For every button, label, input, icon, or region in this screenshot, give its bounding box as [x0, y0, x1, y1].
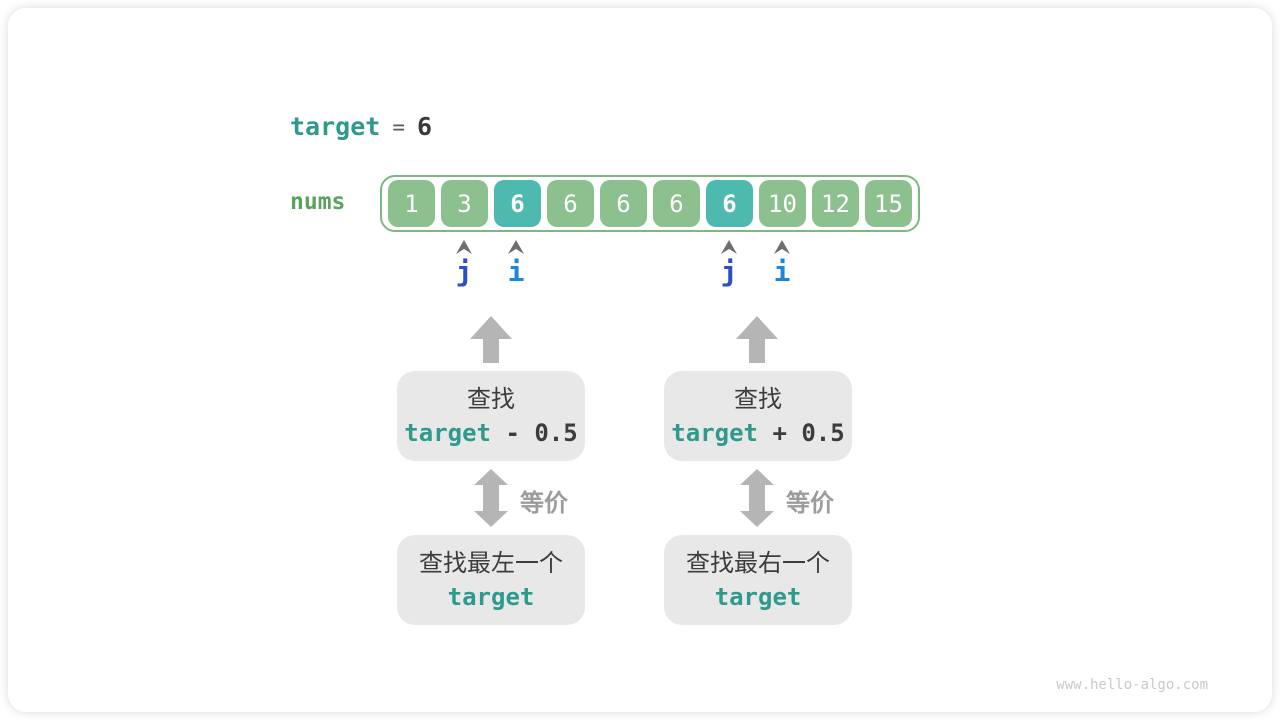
array-cell: 15 [865, 180, 912, 227]
caret-up-icon [508, 240, 524, 254]
caret-up-icon [774, 240, 790, 254]
result-box-left: 查找最左一个 target [397, 535, 585, 625]
arrow-up-down-icon [474, 469, 508, 527]
pointer-i-right: i [762, 240, 802, 288]
result-text: 查找最右一个 [686, 549, 830, 577]
caret-up-icon [721, 240, 737, 254]
diagram-card [8, 8, 1272, 712]
target-keyword: target [290, 112, 381, 141]
equivalence-label: 等价 [786, 490, 834, 517]
arrow-up-icon [736, 316, 778, 363]
pointer-label: j [455, 255, 473, 288]
result-box-right: 查找最右一个 target [664, 535, 852, 625]
array-cell: 12 [812, 180, 859, 227]
pointer-j-right: j [709, 240, 749, 288]
arrow-up-icon [470, 316, 512, 363]
target-keyword: target [714, 582, 802, 611]
array-cell: 6 [547, 180, 594, 227]
target-keyword: target [404, 418, 491, 447]
expression-suffix: - 0.5 [491, 418, 578, 447]
target-keyword: target [671, 418, 758, 447]
search-text: 查找 [734, 385, 782, 413]
equals-sign: = [392, 115, 405, 139]
pointer-label: i [507, 255, 525, 288]
array-cell: 10 [759, 180, 806, 227]
array-cell: 6 [706, 180, 753, 227]
search-box-right: 查找 target + 0.5 [664, 371, 852, 461]
search-text: 查找 [467, 385, 515, 413]
expression-suffix: + 0.5 [758, 418, 845, 447]
caret-up-icon [456, 240, 472, 254]
watermark: www.hello-algo.com [1056, 677, 1208, 693]
pointer-i-left: i [496, 240, 536, 288]
equivalence-label: 等价 [520, 490, 568, 517]
arrow-up-down-icon [740, 469, 774, 527]
array-cell: 1 [388, 180, 435, 227]
target-value: 6 [416, 112, 433, 141]
target-assignment: target = 6 [290, 112, 432, 142]
array-cell: 6 [600, 180, 647, 227]
search-box-left: 查找 target - 0.5 [397, 371, 585, 461]
pointer-j-left: j [444, 240, 484, 288]
search-expression: target - 0.5 [404, 419, 577, 447]
result-text: 查找最左一个 [419, 549, 563, 577]
array-cell: 3 [441, 180, 488, 227]
target-keyword: target [447, 582, 535, 611]
pointer-label: j [720, 255, 738, 288]
pointer-label: i [773, 255, 791, 288]
nums-label: nums [290, 189, 346, 215]
array-cell: 6 [653, 180, 700, 227]
search-expression: target + 0.5 [671, 419, 844, 447]
array-cell: 6 [494, 180, 541, 227]
